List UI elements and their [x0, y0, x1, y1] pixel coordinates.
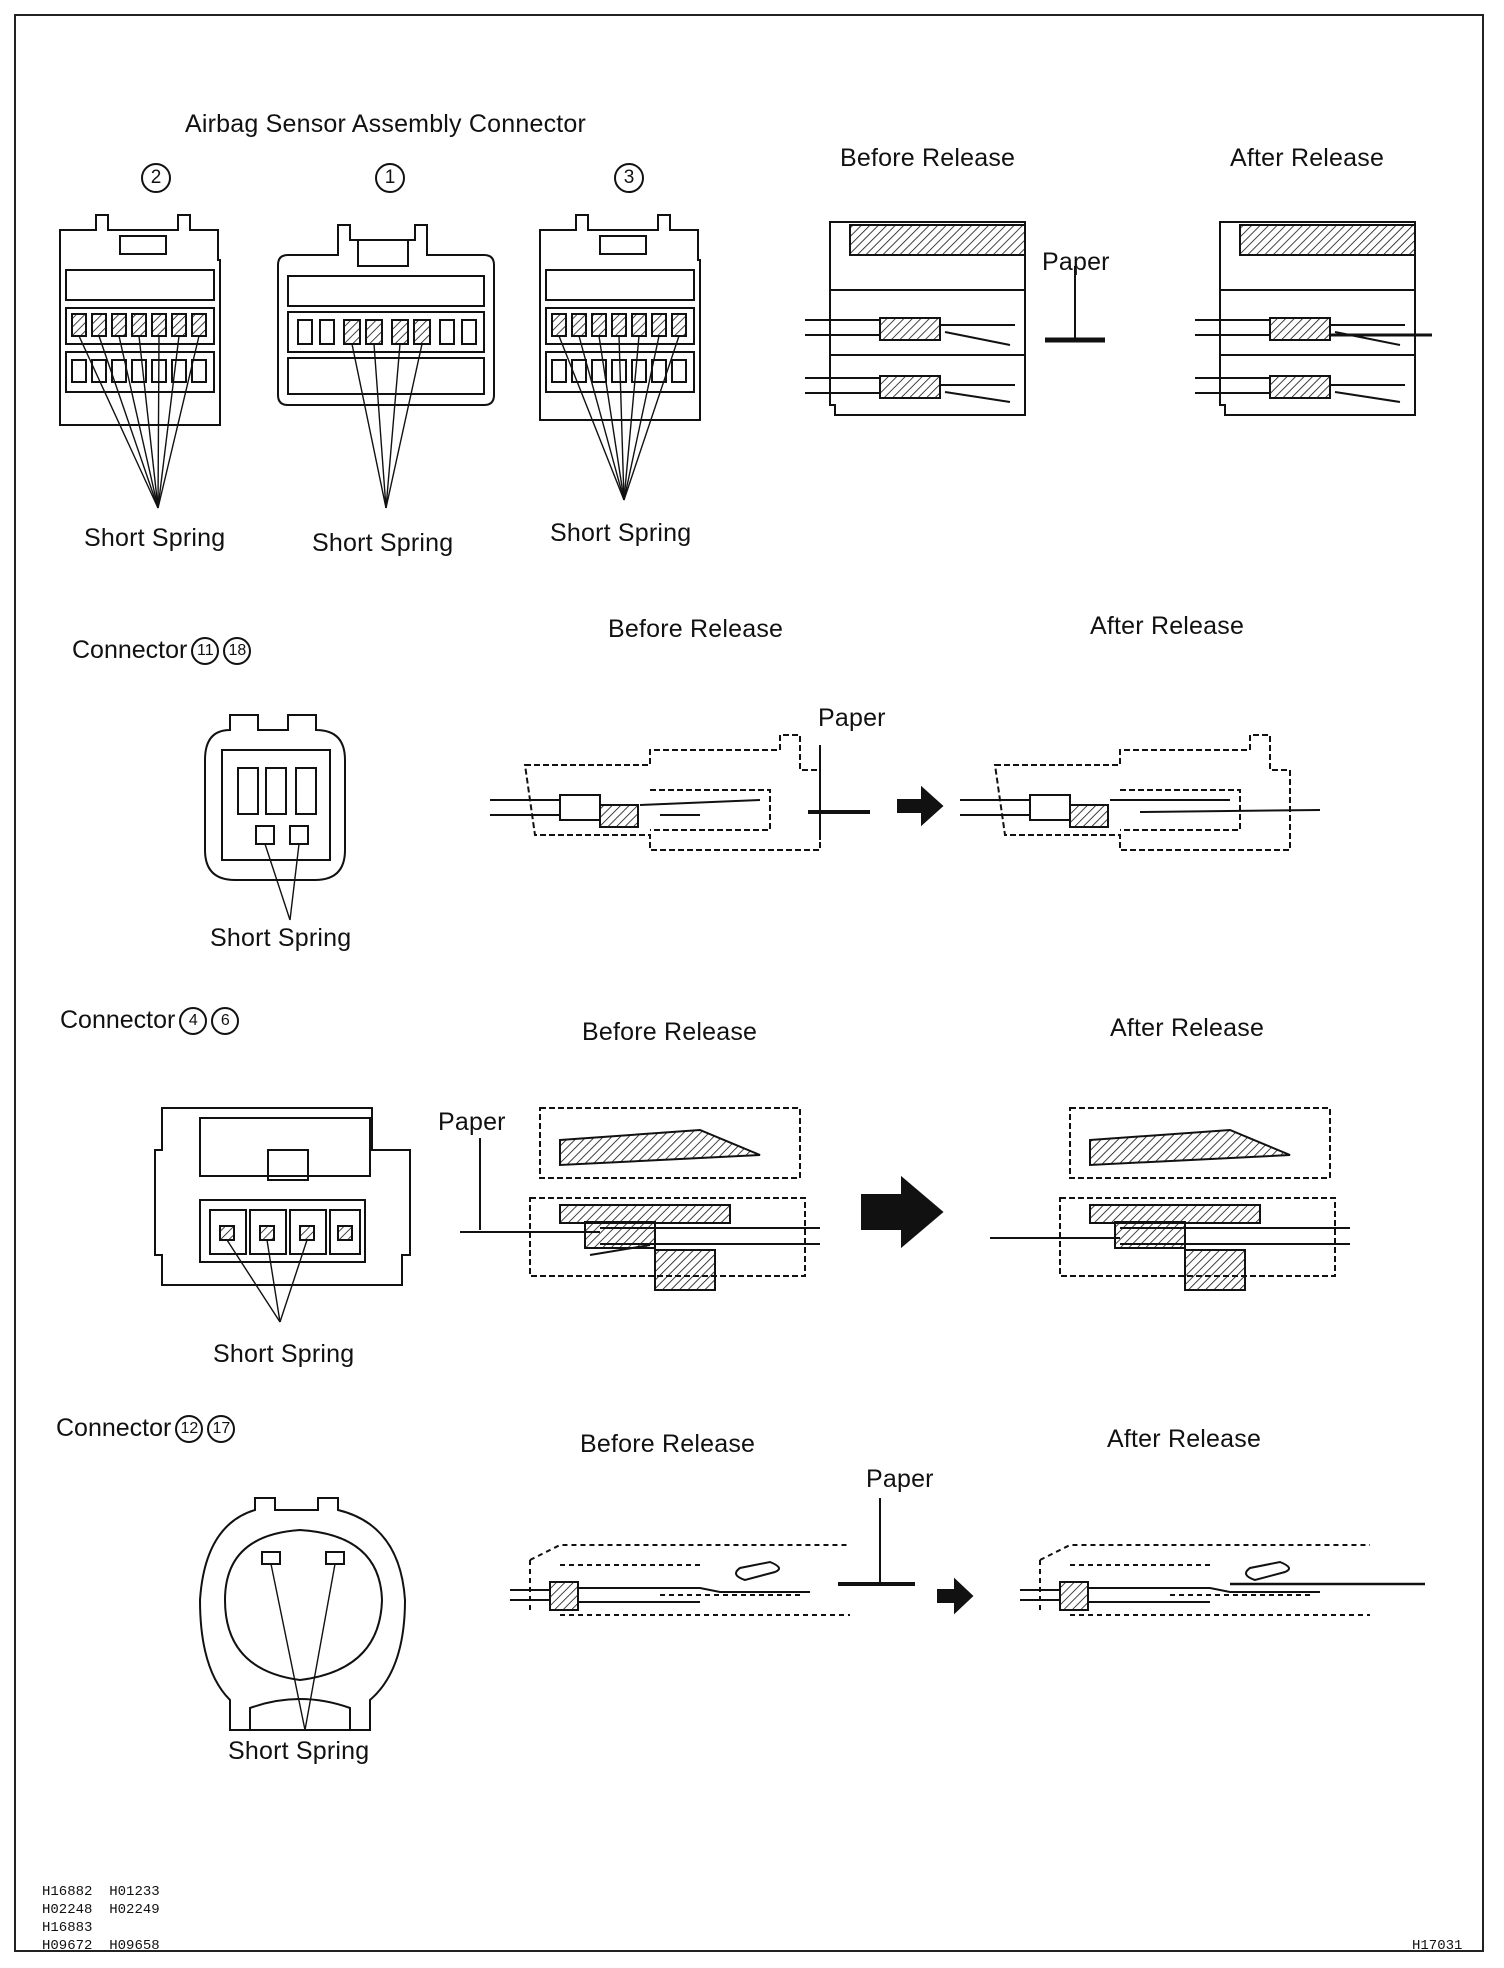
short-spring-label-3: Short Spring [550, 519, 692, 547]
connector-number-2: 2 [141, 163, 171, 193]
connector-heading-12-17: Connector 12 17 [56, 1414, 236, 1443]
paper-label-2: Paper [818, 704, 886, 732]
connector-number-12: 12 [175, 1414, 204, 1443]
after-release-label-1: After Release [1230, 144, 1385, 172]
connector-label: Connector [60, 1006, 176, 1034]
connector-label: Connector [56, 1414, 172, 1442]
short-spring-label-2: Short Spring [84, 524, 226, 552]
connector-11-18-after-section [960, 734, 1321, 851]
section-title: Airbag Sensor Assembly Connector [185, 110, 587, 138]
paper-label-4: Paper [866, 1465, 934, 1493]
before-release-label-2: Before Release [608, 615, 784, 643]
figure-code: H01233 [109, 1884, 160, 1900]
before-release-label-1: Before Release [840, 144, 1016, 172]
figure-code-right: H17031 [1412, 1938, 1463, 1954]
connector-4-6-before-section [460, 1107, 820, 1291]
connector-12-17-face [198, 1497, 407, 1731]
sensor-after-release-section [1195, 221, 1432, 416]
connector-label: Connector [72, 636, 188, 664]
connector-number-6: 6 [211, 1006, 240, 1035]
figure-code: H02248 [42, 1902, 93, 1918]
short-spring-label-12-17: Short Spring [228, 1737, 370, 1765]
short-spring-label-1: Short Spring [312, 529, 454, 557]
before-release-label-4: Before Release [580, 1430, 756, 1458]
connector-11-18-before-wire [490, 745, 870, 840]
arrow-right-icon [897, 785, 944, 827]
short-spring-label-4-6: Short Spring [213, 1340, 355, 1368]
sensor-connector-1 [277, 224, 495, 509]
connector-number-17: 17 [207, 1414, 236, 1443]
page-frame [14, 14, 1484, 1952]
connector-number-18: 18 [223, 636, 252, 665]
after-release-label-2: After Release [1090, 612, 1245, 640]
arrow-right-icon [937, 1577, 974, 1615]
connector-heading-11-18: Connector 11 18 [72, 636, 252, 665]
figure-code: H09658 [109, 1938, 160, 1954]
connector-number-1: 1 [375, 163, 405, 193]
sensor-before-release-section [805, 221, 1105, 416]
connector-11-18-before-section [523, 734, 821, 851]
sensor-connector-3 [539, 214, 701, 501]
connector-number-3: 3 [614, 163, 644, 193]
after-release-label-3: After Release [1110, 1014, 1265, 1042]
paper-label-3: Paper [438, 1108, 506, 1136]
connector-12-17-after-section [1020, 1544, 1425, 1616]
after-release-label-4: After Release [1107, 1425, 1262, 1453]
figure-code: H16883 [42, 1920, 93, 1936]
connector-heading-4-6: Connector 4 6 [60, 1006, 240, 1035]
figure-codes-left: H16882 H01233 H02248 H02249 H16883 H0967… [42, 1883, 160, 1955]
connector-4-6-face [154, 1107, 411, 1323]
figure-code: H09672 [42, 1938, 93, 1954]
short-spring-label-11-18: Short Spring [210, 924, 352, 952]
sensor-connector-2 [59, 214, 221, 509]
figure-code: H02249 [109, 1902, 160, 1918]
arrow-right-icon [861, 1175, 944, 1249]
connector-11-18-face [204, 714, 346, 921]
connector-12-17-before-section [510, 1498, 915, 1616]
connector-number-4: 4 [179, 1006, 208, 1035]
connector-4-6-after-section [990, 1107, 1350, 1291]
connector-number-11: 11 [191, 636, 220, 665]
before-release-label-3: Before Release [582, 1018, 758, 1046]
figure-code: H16882 [42, 1884, 93, 1900]
